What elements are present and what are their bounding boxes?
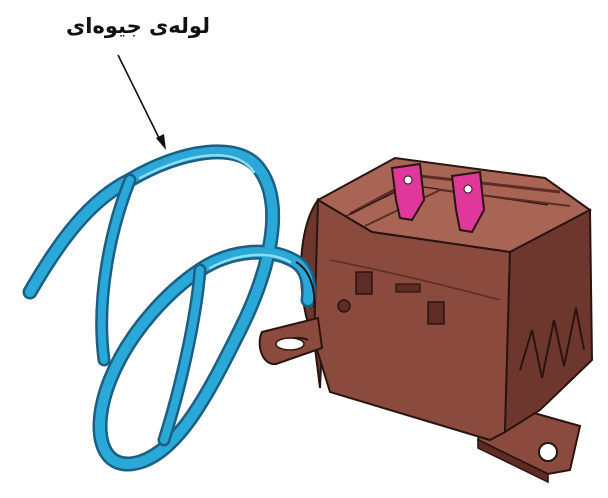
mercury-tube xyxy=(30,152,309,464)
mounting-tab xyxy=(260,318,322,364)
leader-arrow xyxy=(118,55,166,150)
thermostat-body xyxy=(301,158,592,440)
